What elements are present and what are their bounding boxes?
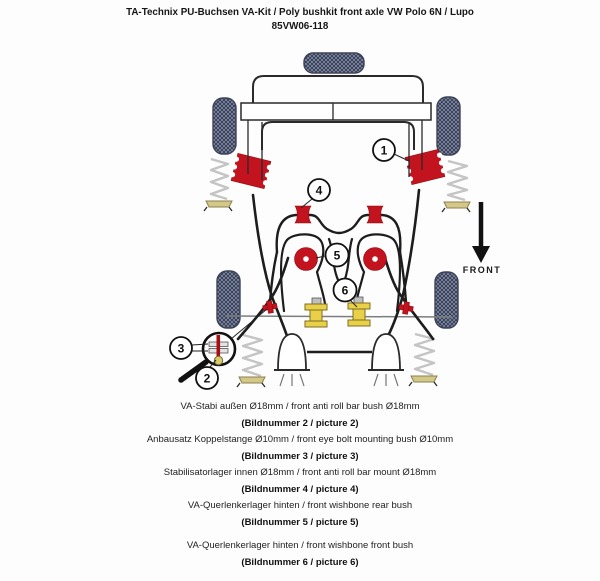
ball-joint-right xyxy=(368,333,404,387)
eye-bolt-washer-icon xyxy=(213,355,224,366)
callout-6: 6 xyxy=(332,277,358,308)
legend-picture-ref: (Bildnummer 5 / picture 5) xyxy=(241,516,359,528)
roll-bar-inner-mount-left xyxy=(294,205,312,224)
wishbone-rear-bush-left xyxy=(294,247,318,271)
coil-spring-rear-right xyxy=(408,332,438,387)
coil-spring-front-right xyxy=(441,159,471,213)
legend-picture-ref: (Bildnummer 4 / picture 4) xyxy=(241,483,359,495)
arrow-down-icon xyxy=(472,246,490,263)
magnifier xyxy=(178,331,237,383)
callout-2: 2 xyxy=(195,359,219,390)
legend-item: VA-Querlenkerlager hinten / front wishbo… xyxy=(0,538,600,571)
legend-picture-ref: (Bildnummer 6 / picture 6) xyxy=(241,556,359,568)
legend-item: VA-Querlenkerlager hinten / front wishbo… xyxy=(0,498,600,531)
legend-item: Anbausatz Koppelstange Ø10mm / front eye… xyxy=(0,432,600,465)
strut-rails xyxy=(247,120,423,180)
callout-3: 3 xyxy=(169,336,209,360)
svg-text:1: 1 xyxy=(381,144,388,158)
title-line-2: 85VW06-118 xyxy=(271,21,329,32)
svg-text:3: 3 xyxy=(178,342,185,356)
callout-1: 1 xyxy=(372,138,410,162)
wishbone-front-bush-right xyxy=(347,296,371,327)
legend-item: VA-Stabi außen Ø18mm / front anti roll b… xyxy=(0,399,600,432)
callout-4: 4 xyxy=(300,178,331,209)
title-line-1: TA-Technix PU-Buchsen VA-Kit / Poly bush… xyxy=(126,7,474,18)
page-title: TA-Technix PU-Buchsen VA-Kit / Poly bush… xyxy=(0,6,600,34)
legend-description: Anbausatz Koppelstange Ø10mm / front eye… xyxy=(146,434,454,445)
legend-description: VA-Querlenkerlager hinten / front wishbo… xyxy=(186,540,414,551)
svg-text:2: 2 xyxy=(204,372,211,386)
wishbone-rear-bush-right xyxy=(363,247,387,271)
svg-text:6: 6 xyxy=(342,284,349,298)
tire-rear-left-icon xyxy=(216,270,241,329)
roll-bar-outer-bush-left xyxy=(262,300,278,314)
coil-spring-rear-left xyxy=(236,333,266,388)
strut-mount-bushing-left xyxy=(229,152,273,190)
legend-description: Stabilisatorlager innen Ø18mm / front an… xyxy=(163,467,437,478)
magnifier-leader-line xyxy=(230,308,268,340)
legend-picture-ref: (Bildnummer 3 / picture 3) xyxy=(241,450,359,462)
tire-front-right-icon xyxy=(436,96,461,156)
tire-top-icon xyxy=(303,52,365,74)
eye-bolt-icon xyxy=(216,335,221,358)
tire-front-left-icon xyxy=(212,97,237,155)
front-direction-arrow: FRONT xyxy=(463,202,502,275)
wishbone-front-bush-left xyxy=(304,297,328,328)
anti-roll-bar-shaft xyxy=(226,315,453,318)
roll-bar-inner-mount-right xyxy=(366,205,384,224)
tire-rear-right-icon xyxy=(434,271,459,329)
callout-5: 5 xyxy=(315,242,350,268)
roll-bar-outer-bush-right xyxy=(398,301,414,315)
legend-description: VA-Stabi außen Ø18mm / front anti roll b… xyxy=(180,401,420,412)
legend-picture-ref: (Bildnummer 2 / picture 2) xyxy=(241,417,359,429)
magnifier-handle xyxy=(178,359,209,383)
legend-description: VA-Querlenkerlager hinten / front wishbo… xyxy=(187,500,413,511)
legend-item: Stabilisatorlager innen Ø18mm / front an… xyxy=(0,465,600,498)
svg-text:5: 5 xyxy=(334,249,341,263)
legend: VA-Stabi außen Ø18mm / front anti roll b… xyxy=(0,399,600,571)
ball-joint-left xyxy=(274,333,310,387)
front-label: FRONT xyxy=(463,265,502,275)
svg-text:4: 4 xyxy=(316,184,323,198)
coil-spring-front-left xyxy=(203,157,233,212)
subframe-outline xyxy=(240,75,432,150)
